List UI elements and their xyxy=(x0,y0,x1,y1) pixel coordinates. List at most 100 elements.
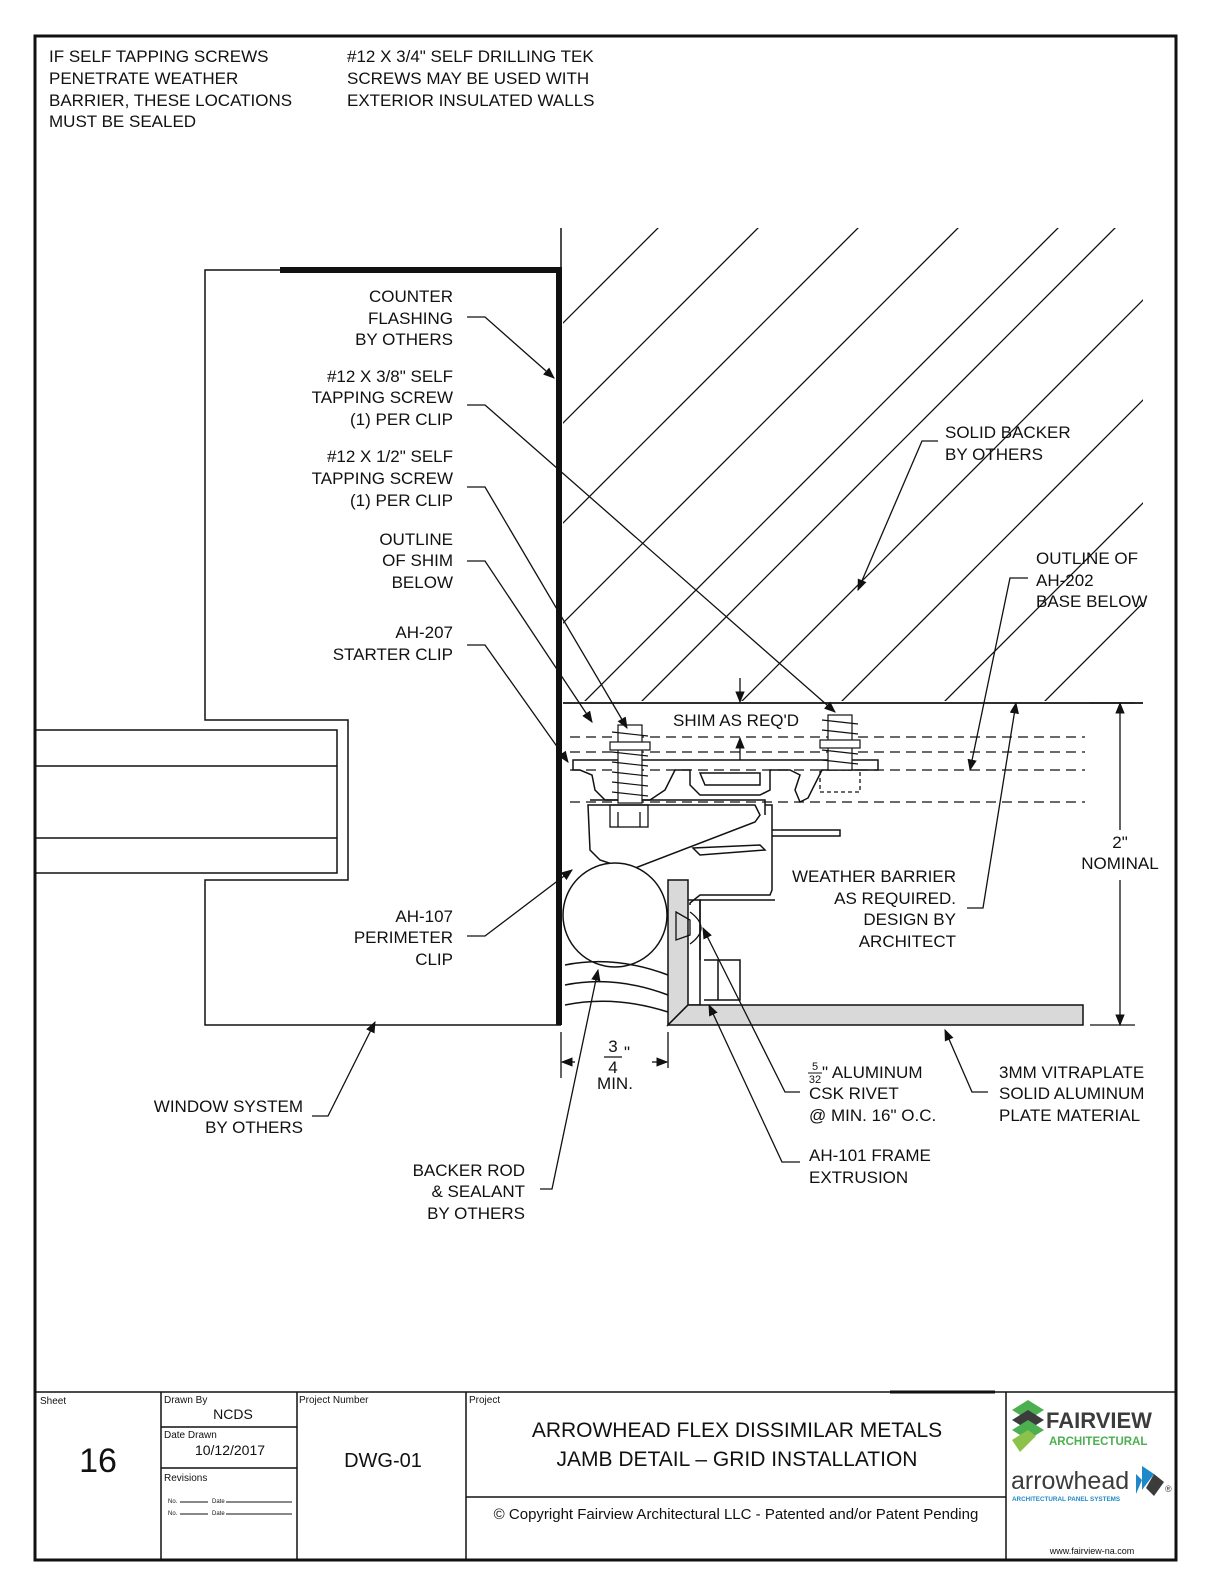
svg-text:SOLID ALUMINUM: SOLID ALUMINUM xyxy=(999,1084,1144,1103)
vitraplate-panel xyxy=(666,1004,1084,1026)
project-title-line-2: JAMB DETAIL – GRID INSTALLATION xyxy=(557,1448,918,1471)
svg-text:WEATHER BARRIER: WEATHER BARRIER xyxy=(792,867,956,886)
drawn-by-label: Drawn By xyxy=(164,1395,207,1406)
note-screws-sealed: IF SELF TAPPING SCREWS PENETRATE WEATHER… xyxy=(49,47,292,131)
nominal-dimension xyxy=(1090,701,1135,1027)
svg-text:(1) PER CLIP: (1) PER CLIP xyxy=(350,410,453,429)
svg-text:DESIGN BY: DESIGN BY xyxy=(863,910,956,929)
min-dimension-label: 3 " 4 MIN. xyxy=(597,1037,633,1093)
nominal-label: 2" NOMINAL xyxy=(1081,833,1158,873)
svg-text:ARCHITECT: ARCHITECT xyxy=(859,932,956,951)
svg-text:(1) PER CLIP: (1) PER CLIP xyxy=(350,491,453,510)
arrowhead-panel-systems: ARCHITECTURAL PANEL SYSTEMS xyxy=(1012,1496,1120,1503)
label-counter-flashing: COUNTER FLASHING BY OTHERS xyxy=(355,287,453,349)
svg-text:PENETRATE WEATHER: PENETRATE WEATHER xyxy=(49,69,238,88)
svg-text:32: 32 xyxy=(809,1074,821,1086)
svg-text:BARRIER, THESE LOCATIONS: BARRIER, THESE LOCATIONS xyxy=(49,91,292,110)
arrowhead-mark-icon xyxy=(1136,1466,1164,1496)
svg-text:CLIP: CLIP xyxy=(415,950,453,969)
svg-text:#12 X 1/2" SELF: #12 X 1/2" SELF xyxy=(327,447,453,466)
svg-text:MIN.: MIN. xyxy=(597,1074,633,1093)
arrowhead-logo: arrowhead ® ARCHITECTURAL PANEL SYSTEMS xyxy=(1011,1466,1172,1503)
label-frame-extrusion: AH-101 FRAME EXTRUSION xyxy=(809,1146,931,1187)
label-screw-three-eighths: #12 X 3/8" SELF TAPPING SCREW (1) PER CL… xyxy=(312,367,453,429)
svg-text:3MM VITRAPLATE: 3MM VITRAPLATE xyxy=(999,1063,1144,1082)
sheet-border xyxy=(33,34,1178,1562)
min-dimension xyxy=(560,1032,669,1078)
svg-text:Date: Date xyxy=(212,1511,225,1517)
svg-text:AH-101 FRAME: AH-101 FRAME xyxy=(809,1146,931,1165)
window-system-outline xyxy=(204,269,561,1026)
svg-text:PERIMETER: PERIMETER xyxy=(354,928,453,947)
sheet-label: Sheet xyxy=(40,1396,66,1407)
sheet-number: 16 xyxy=(79,1442,117,1480)
svg-text:AS REQUIRED.: AS REQUIRED. xyxy=(834,889,956,908)
svg-text:& SEALANT: & SEALANT xyxy=(431,1182,525,1201)
svg-text:#12 X 3/8" SELF: #12 X 3/8" SELF xyxy=(327,367,453,386)
starter-clip-profile xyxy=(572,759,879,815)
date-drawn-value: 10/12/2017 xyxy=(195,1442,265,1458)
label-perimeter-clip: AH-107 PERIMETER CLIP xyxy=(354,907,453,969)
svg-text:": " xyxy=(624,1043,630,1062)
arrowhead-wordmark: arrowhead xyxy=(1011,1467,1129,1495)
perimeter-clip-profile xyxy=(587,804,841,905)
svg-text:3: 3 xyxy=(608,1037,617,1056)
label-shim-outline: OUTLINE OF SHIM BELOW xyxy=(379,530,453,592)
svg-text:No.: No. xyxy=(168,1499,178,1505)
svg-text:Date: Date xyxy=(212,1499,225,1505)
svg-text:BASE BELOW: BASE BELOW xyxy=(1036,592,1147,611)
svg-text:BY OTHERS: BY OTHERS xyxy=(355,330,453,349)
project-number-value: DWG-01 xyxy=(344,1450,422,1472)
svg-text:BELOW: BELOW xyxy=(392,573,453,592)
svg-text:BY OTHERS: BY OTHERS xyxy=(945,445,1043,464)
svg-text:PLATE MATERIAL: PLATE MATERIAL xyxy=(999,1106,1140,1125)
fairview-mark-icon xyxy=(1012,1400,1044,1452)
svg-text:BACKER ROD: BACKER ROD xyxy=(413,1161,525,1180)
drawn-by-value: NCDS xyxy=(213,1406,253,1422)
window-sash-outline xyxy=(36,729,338,874)
counter-flashing xyxy=(280,267,562,1025)
svg-text:AH-207: AH-207 xyxy=(395,623,453,642)
svg-text:AH-202: AH-202 xyxy=(1036,571,1094,590)
copyright: © Copyright Fairview Architectural LLC -… xyxy=(494,1506,979,1523)
svg-text:BY OTHERS: BY OTHERS xyxy=(205,1118,303,1137)
svg-text:STARTER CLIP: STARTER CLIP xyxy=(333,645,453,664)
project-title-line-1: ARROWHEAD FLEX DISSIMILAR METALS xyxy=(532,1419,942,1442)
svg-text:SOLID BACKER: SOLID BACKER xyxy=(945,423,1071,442)
self-tapping-screw-three-eighths xyxy=(819,714,861,771)
label-backer-rod: BACKER ROD & SEALANT BY OTHERS xyxy=(413,1161,525,1223)
fairview-architectural: ARCHITECTURAL xyxy=(1049,1436,1147,1448)
shim-as-reqd-label: SHIM AS REQ'D xyxy=(673,711,799,730)
svg-text:#12 X 3/4" SELF DRILLING TEK: #12 X 3/4" SELF DRILLING TEK xyxy=(347,47,594,66)
project-label: Project xyxy=(469,1395,500,1406)
fairview-wordmark: FAIRVIEW xyxy=(1046,1408,1152,1433)
svg-text:AH-107: AH-107 xyxy=(395,907,453,926)
date-drawn-label: Date Drawn xyxy=(164,1430,217,1441)
label-starter-clip: AH-207 STARTER CLIP xyxy=(333,623,453,664)
sealant xyxy=(564,960,669,1013)
svg-text:BY OTHERS: BY OTHERS xyxy=(427,1204,525,1223)
label-vitraplate: 3MM VITRAPLATE SOLID ALUMINUM PLATE MATE… xyxy=(999,1063,1144,1125)
svg-text:WINDOW SYSTEM: WINDOW SYSTEM xyxy=(154,1097,303,1116)
svg-text:IF SELF TAPPING SCREWS: IF SELF TAPPING SCREWS xyxy=(49,47,268,66)
svg-text:SCREWS MAY BE USED WITH: SCREWS MAY BE USED WITH xyxy=(347,69,589,88)
title-block xyxy=(35,1390,1176,1560)
revisions-lines: No. Date No. Date xyxy=(168,1499,292,1517)
svg-text:4: 4 xyxy=(608,1058,617,1077)
screw-clip-bodies xyxy=(609,769,861,828)
svg-text:No.: No. xyxy=(168,1511,178,1517)
svg-text:MUST BE SEALED: MUST BE SEALED xyxy=(49,112,196,131)
label-rivet: 5 32 " ALUMINUM CSK RIVET @ MIN. 16" O.C… xyxy=(808,1061,936,1125)
svg-text:EXTRUSION: EXTRUSION xyxy=(809,1168,908,1187)
self-tapping-screw-half-inch xyxy=(609,724,651,804)
svg-text:" ALUMINUM: " ALUMINUM xyxy=(822,1063,923,1082)
svg-text:TAPPING SCREW: TAPPING SCREW xyxy=(312,469,453,488)
svg-text:2": 2" xyxy=(1112,833,1128,852)
frame-extrusion xyxy=(667,879,775,1027)
website: www.fairview-na.com xyxy=(1049,1546,1135,1556)
backer-rod xyxy=(562,862,668,968)
csk-rivet xyxy=(675,910,702,945)
project-number-label: Project Number xyxy=(299,1395,369,1406)
svg-text:CSK RIVET: CSK RIVET xyxy=(809,1084,899,1103)
